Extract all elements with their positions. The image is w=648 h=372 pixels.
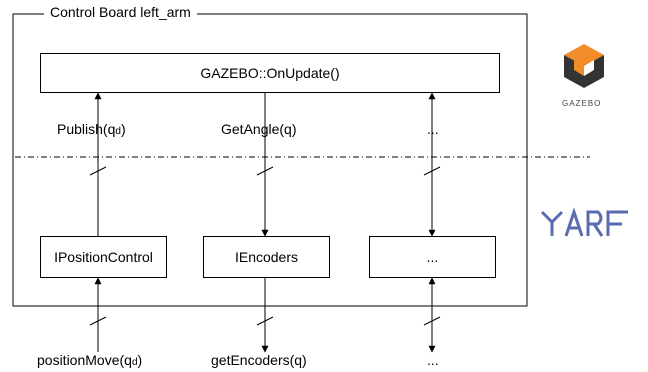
iposition-control-box: IPositionControl: [40, 236, 167, 278]
slash-mark: [89, 316, 107, 326]
iposition-control-label: IPositionControl: [54, 249, 153, 265]
slash-mark: [423, 316, 441, 326]
lower-ellipsis-label: ...: [427, 352, 439, 368]
position-move-suffix: ): [137, 352, 143, 368]
slash-mark: [256, 316, 274, 326]
control-board-title: Control Board left_arm: [44, 4, 197, 20]
publish-label: Publish(qd): [57, 121, 126, 137]
iencoders-label: IEncoders: [234, 249, 299, 265]
get-angle-label: GetAngle(q): [221, 121, 297, 137]
position-move-subscript: d: [131, 357, 138, 368]
slash-mark: [89, 166, 107, 176]
gazebo-onupdate-box: GAZEBO::OnUpdate(): [40, 53, 500, 93]
publish-suffix: ): [120, 121, 126, 137]
publish-subscript: d: [115, 126, 121, 137]
gazebo-logo-icon: [564, 44, 604, 88]
publish-text: Publish(q: [57, 121, 116, 137]
gazebo-onupdate-label: GAZEBO::OnUpdate(): [200, 65, 340, 81]
slash-mark: [423, 166, 441, 176]
position-move-text: positionMove(q: [37, 352, 132, 368]
position-move-label: positionMove(qd): [37, 352, 142, 368]
yarp-logo-icon: [540, 207, 628, 237]
gazebo-logo-text: GAZEBO: [562, 99, 602, 108]
control-board-frame: [12, 13, 528, 307]
upper-ellipsis-label: ...: [427, 121, 439, 137]
generic-interface-box: ...: [369, 236, 496, 278]
slash-mark: [256, 166, 274, 176]
iencoders-box: IEncoders: [203, 236, 330, 278]
get-encoders-label: getEncoders(q): [211, 352, 307, 368]
generic-interface-label: ...: [426, 249, 439, 265]
